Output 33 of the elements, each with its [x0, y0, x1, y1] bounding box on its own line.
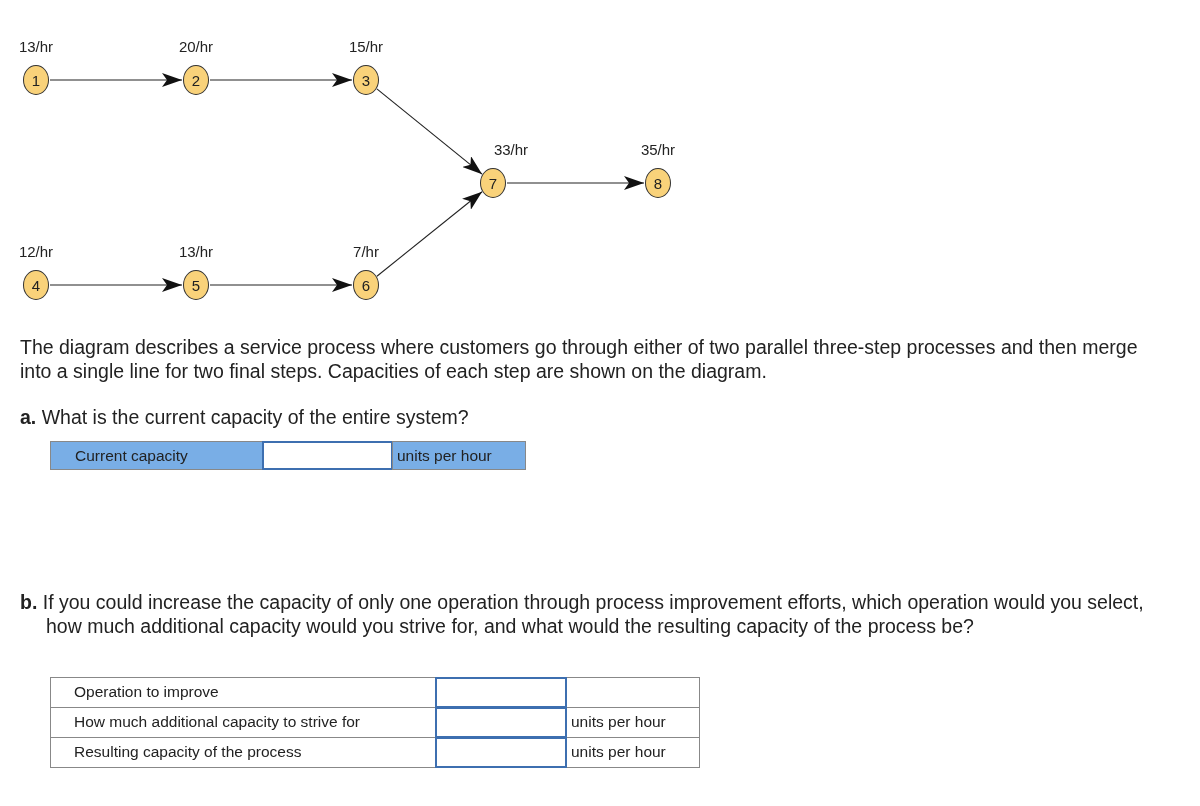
row-label: Resulting capacity of the process — [73, 742, 303, 762]
arrow — [209, 73, 353, 87]
description-paragraph: The diagram describes a service process where customers go through either of two parallel three-step processes and then merge into a single line for two final steps. Capacities of each step are shown on the diagram. — [20, 335, 1139, 383]
arrow — [49, 278, 183, 292]
unit-label: units per hour — [570, 712, 667, 732]
step-circle: 3 — [353, 65, 379, 95]
arrow — [376, 191, 483, 277]
arrow — [506, 176, 645, 190]
capacity-label: 13/hr — [18, 38, 54, 55]
arrow — [376, 88, 483, 175]
question-text: b. If you could increase the capacity of only one operation through process improvement efforts, which operation would you select, how much additional capacity would you strive for, and what would the resulting capacity of the process be? — [20, 590, 1145, 638]
capacity-label: 33/hr — [493, 141, 529, 158]
step-circle: 6 — [353, 270, 379, 300]
step-circle: 7 — [480, 168, 506, 198]
step-circle: 2 — [183, 65, 209, 95]
row-label: Operation to improve — [73, 682, 220, 702]
row-label: Current capacity — [50, 441, 263, 470]
arrow — [49, 73, 183, 87]
step-circle: 5 — [183, 270, 209, 300]
capacity-label: 15/hr — [348, 38, 384, 55]
capacity-label: 20/hr — [178, 38, 214, 55]
unit-label: units per hour — [570, 742, 667, 762]
step-circle: 1 — [23, 65, 49, 95]
capacity-label: 13/hr — [178, 243, 214, 260]
row-label: How much additional capacity to strive for — [73, 712, 362, 732]
capacity-label: 35/hr — [640, 141, 676, 158]
capacity-label: 12/hr — [18, 243, 54, 260]
unit-label: units per hour — [392, 441, 526, 470]
question-text: a. What is the current capacity of the entire system? — [20, 405, 470, 429]
step-circle: 8 — [645, 168, 671, 198]
arrow — [209, 278, 353, 292]
capacity-label: 7/hr — [353, 243, 379, 260]
step-circle: 4 — [23, 270, 49, 300]
